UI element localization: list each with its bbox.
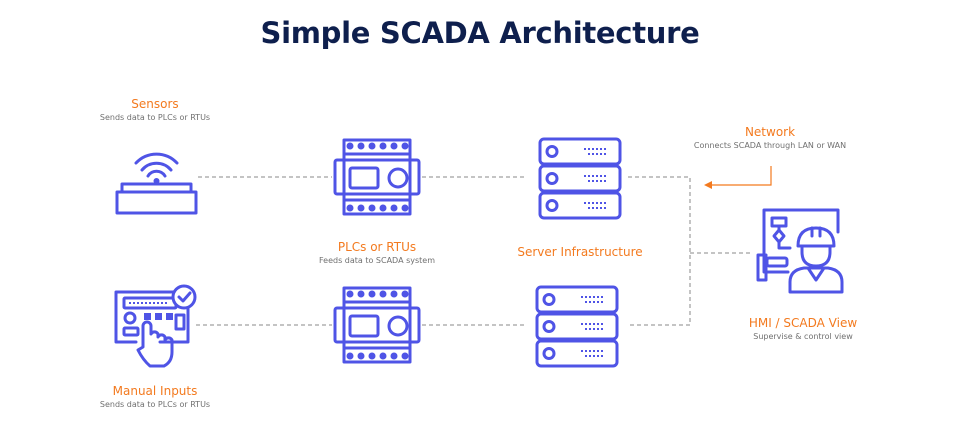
manual-inputs-desc: Sends data to PLCs or RTUs [99, 400, 211, 409]
plcs-label-group: PLCs or RTUs Feeds data to SCADA system [292, 240, 462, 266]
keypad-touch-icon [114, 284, 197, 368]
server-rack-icon [538, 137, 622, 220]
plc-module-icon [333, 138, 421, 216]
hmi-desc: Supervise & control view [753, 332, 853, 341]
hmi-operator-icon [756, 208, 844, 294]
connection-lines [196, 176, 752, 326]
manual-inputs-title: Manual Inputs [112, 384, 198, 398]
servers-label-group: Server Infrastructure [500, 245, 660, 260]
page-title: Simple SCADA Architecture [260, 16, 700, 50]
network-arrow [704, 166, 772, 189]
network-desc: Connects SCADA through LAN or WAN [693, 141, 847, 150]
network-label-group: Network Connects SCADA through LAN or WA… [680, 125, 860, 151]
sensors-label-group: Sensors Sends data to PLCs or RTUs [70, 97, 240, 123]
plcs-title: PLCs or RTUs [337, 240, 417, 254]
hmi-label-group: HMI / SCADA View Supervise & control vie… [718, 316, 888, 342]
hmi-title: HMI / SCADA View [748, 316, 858, 330]
plc-module-icon [333, 286, 421, 364]
manual-inputs-label-group: Manual Inputs Sends data to PLCs or RTUs [70, 384, 240, 410]
server-rack-icon [535, 285, 619, 368]
plcs-desc: Feeds data to SCADA system [318, 256, 436, 265]
sensors-title: Sensors [131, 97, 179, 111]
sensors-desc: Sends data to PLCs or RTUs [99, 113, 211, 122]
servers-title: Server Infrastructure [517, 245, 643, 259]
wire-servers-bus [628, 176, 691, 326]
network-title: Network [744, 125, 796, 139]
wifi-sensor-icon [115, 152, 198, 215]
